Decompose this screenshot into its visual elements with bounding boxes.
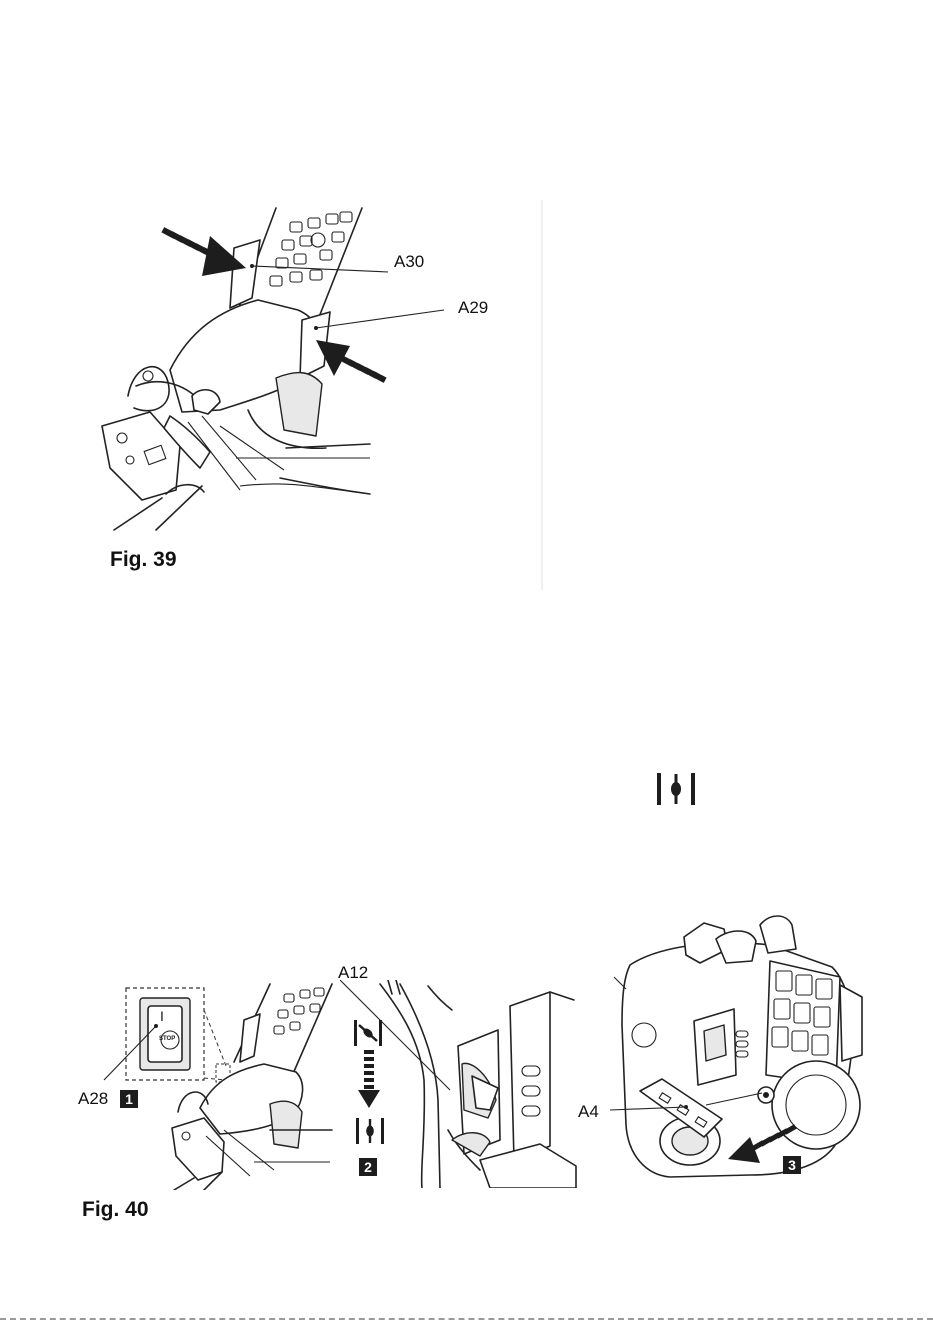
figure-39-caption: Fig. 39: [110, 548, 177, 572]
label-a4: A4: [578, 1102, 599, 1122]
handle-with-switch-illustration: [74, 980, 336, 1190]
figure-39: A30 A29: [70, 200, 550, 590]
engine-primer-illustration: [600, 905, 870, 1195]
step-2-badge: 2: [359, 1158, 377, 1176]
label-a29: A29: [458, 298, 488, 318]
choke-open-symbol-small-icon: [356, 1118, 384, 1144]
figure-40-panel-1: I STOP: [74, 980, 336, 1190]
figure-40-caption: Fig. 40: [82, 1198, 149, 1222]
figure-39-illustration: [70, 200, 550, 590]
figure-40-panel-2: [340, 980, 580, 1188]
press-arrow-a29-icon: [316, 340, 387, 383]
label-a28: A28: [78, 1089, 108, 1109]
figure-40-panel-3: [600, 905, 870, 1195]
label-a30: A30: [394, 252, 424, 272]
switch-on-mark: I: [160, 1008, 164, 1024]
switch-stop-text: STOP: [159, 1036, 175, 1042]
choke-closed-symbol-icon: [354, 1020, 382, 1046]
step-1-badge: 1: [120, 1090, 138, 1108]
choke-down-arrow-icon: [358, 1050, 380, 1108]
step-3-badge: 3: [783, 1156, 801, 1174]
page-bottom-edge: [0, 1318, 933, 1320]
label-a12: A12: [338, 963, 368, 983]
choke-open-symbol-icon: [656, 772, 696, 806]
